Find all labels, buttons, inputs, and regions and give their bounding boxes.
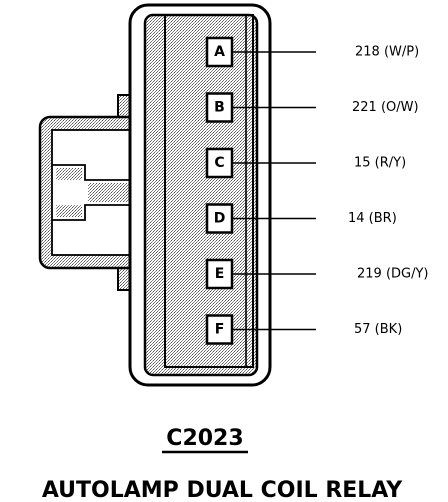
pin-circuit-label: 57 (BK) — [354, 322, 402, 337]
pin-letter: F — [215, 322, 225, 338]
pin-a: A 218 (W/P) — [205, 36, 419, 68]
connector-name: AUTOLAMP DUAL COIL RELAY — [42, 478, 403, 502]
pin-circuit-label: 14 (BR) — [348, 211, 397, 226]
pin-f: F 57 (BK) — [205, 314, 402, 345]
pin-list: A 218 (W/P) B 221 (O/W) C 15 (R/Y) D 14 (BR) E 21… — [205, 36, 429, 345]
pin-letter: A — [214, 44, 225, 60]
connector-id: C2023 — [166, 426, 243, 451]
pin-letter: B — [214, 100, 225, 116]
pin-circuit-label: 218 (W/P) — [355, 45, 419, 60]
pin-c: C 15 (R/Y) — [205, 147, 406, 179]
pin-cavity — [205, 258, 234, 290]
pin-cavity — [205, 314, 234, 345]
pin-circuit-label: 219 (DG/Y) — [357, 267, 429, 282]
connector-body — [128, 3, 272, 387]
pin-cavity — [205, 36, 234, 68]
pin-cavity — [205, 92, 234, 123]
pin-d: D 14 (BR) — [205, 203, 397, 234]
pin-circuit-label: 15 (R/Y) — [354, 156, 406, 171]
pin-letter: D — [214, 211, 226, 227]
pin-e: E 219 (DG/Y) — [205, 258, 429, 290]
pin-cavity — [205, 203, 234, 234]
pin-letter: E — [215, 266, 225, 282]
pin-letter: C — [214, 155, 224, 171]
pin-b: B 221 (O/W) — [205, 92, 419, 123]
pin-circuit-label: 221 (O/W) — [352, 100, 419, 115]
pin-cavity — [205, 147, 234, 179]
